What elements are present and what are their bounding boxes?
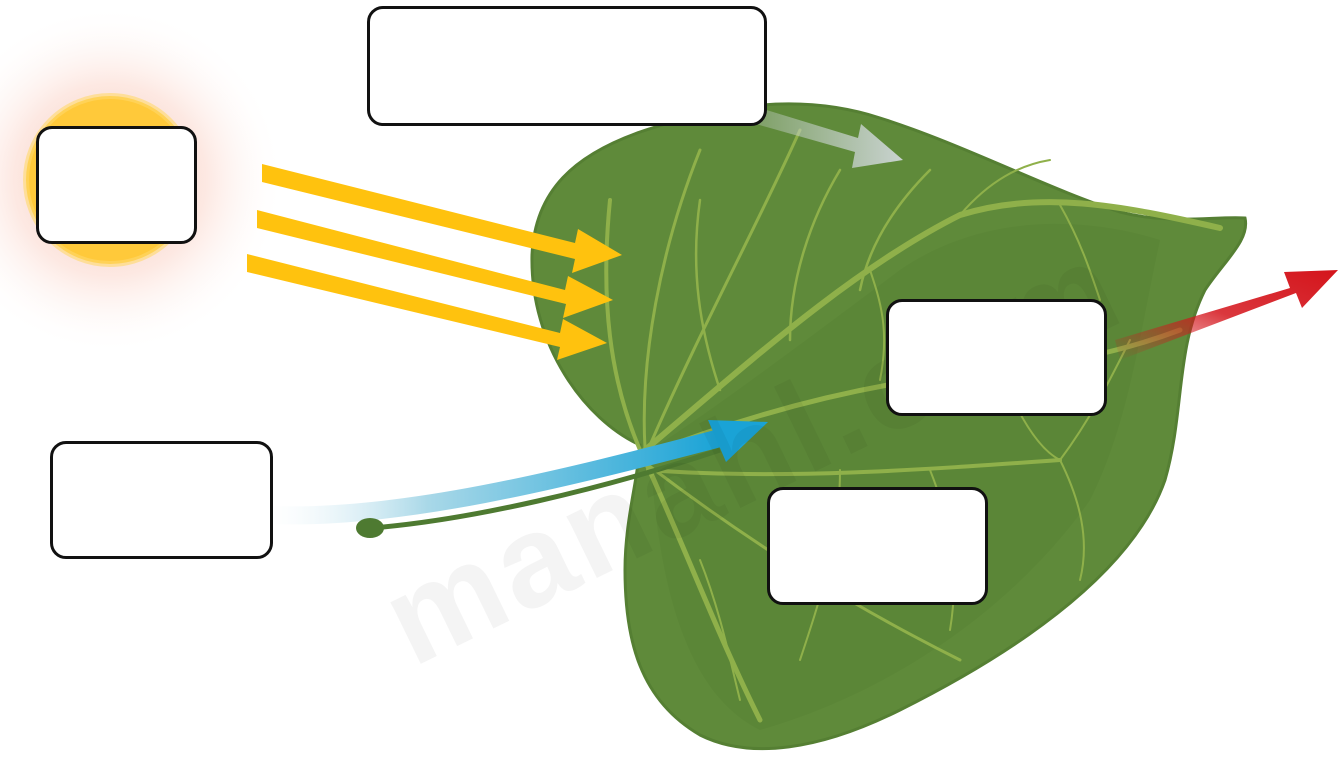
sunlight-label-box[interactable] [36, 126, 197, 244]
oxygen-label-box[interactable] [886, 299, 1107, 416]
water-label-box[interactable] [50, 441, 273, 559]
glucose-label-box[interactable] [767, 487, 988, 605]
carbon-dioxide-label-box[interactable] [367, 6, 767, 126]
